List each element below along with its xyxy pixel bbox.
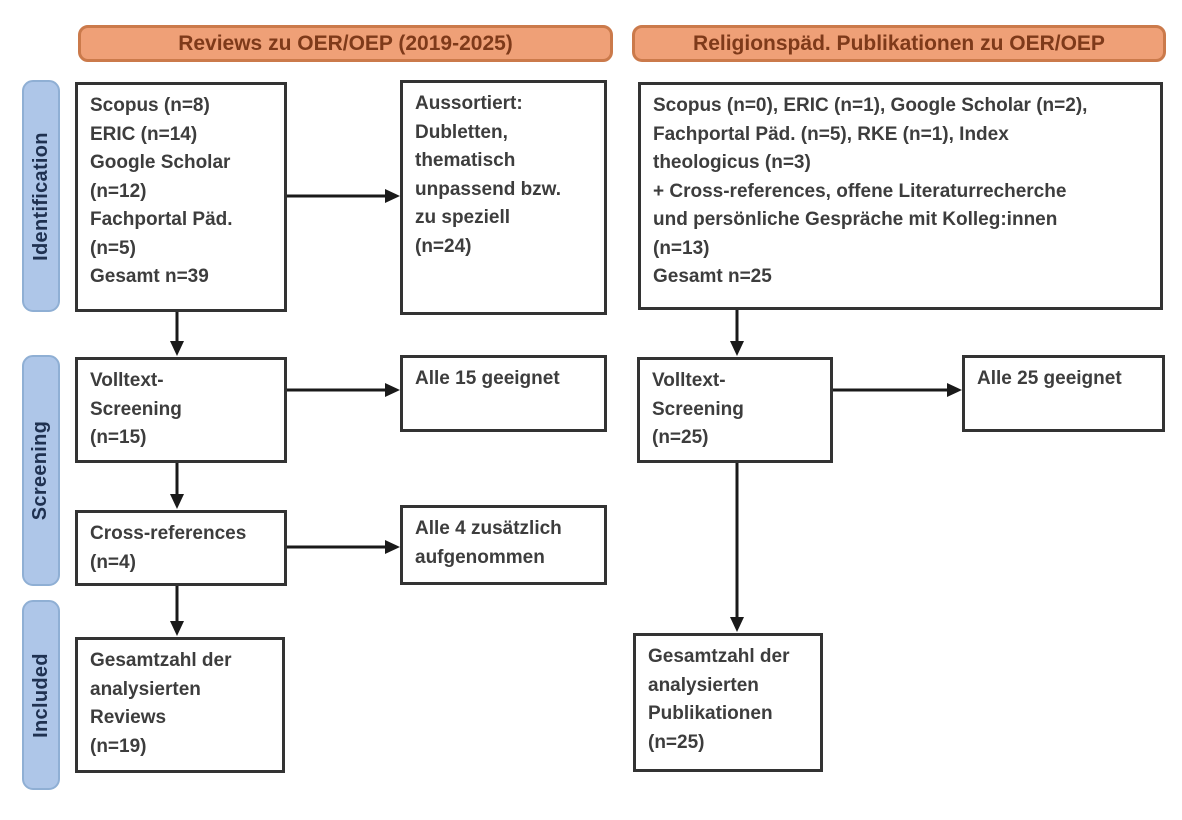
stage-label-identification-text: Identification (29, 131, 52, 261)
box-left-sources: Scopus (n=8) ERIC (n=14) Google Scholar … (75, 82, 287, 312)
header-religionspaed-publikationen: Religionspäd. Publikationen zu OER/OEP (632, 25, 1166, 62)
arrow-right-fulltext-to-eligible (833, 383, 962, 397)
arrow-left-sources-to-fulltext (170, 312, 184, 356)
arrow-right-sources-to-fulltext (730, 310, 744, 356)
arrow-left-fulltext-to-crossref (170, 463, 184, 509)
stage-label-screening: Screening (22, 355, 60, 586)
stage-label-screening-text: Screening (29, 420, 52, 521)
box-left-added: Alle 4 zusätzlich aufgenommen (400, 505, 607, 585)
arrow-left-crossref-to-added (287, 540, 400, 554)
box-left-total: Gesamtzahl der analysierten Reviews (n=1… (75, 637, 285, 773)
stage-label-included: Included (22, 600, 60, 790)
arrow-left-fulltext-to-eligible (287, 383, 400, 397)
stage-label-identification: Identification (22, 80, 60, 312)
box-left-cross-references: Cross-references (n=4) (75, 510, 287, 586)
box-right-total: Gesamtzahl der analysierten Publikatione… (633, 633, 823, 772)
arrow-left-crossref-to-total (170, 586, 184, 636)
arrow-left-sources-to-excluded (287, 189, 400, 203)
box-left-fulltext-screening: Volltext- Screening (n=15) (75, 357, 287, 463)
box-left-eligible: Alle 15 geeignet (400, 355, 607, 432)
box-right-fulltext-screening: Volltext- Screening (n=25) (637, 357, 833, 463)
box-right-eligible: Alle 25 geeignet (962, 355, 1165, 432)
stage-label-included-text: Included (29, 652, 52, 738)
box-left-excluded: Aussortiert: Dubletten, thematisch unpas… (400, 80, 607, 315)
header-reviews: Reviews zu OER/OEP (2019-2025) (78, 25, 613, 62)
arrow-right-fulltext-to-total (730, 463, 744, 632)
box-right-sources: Scopus (n=0), ERIC (n=1), Google Scholar… (638, 82, 1163, 310)
